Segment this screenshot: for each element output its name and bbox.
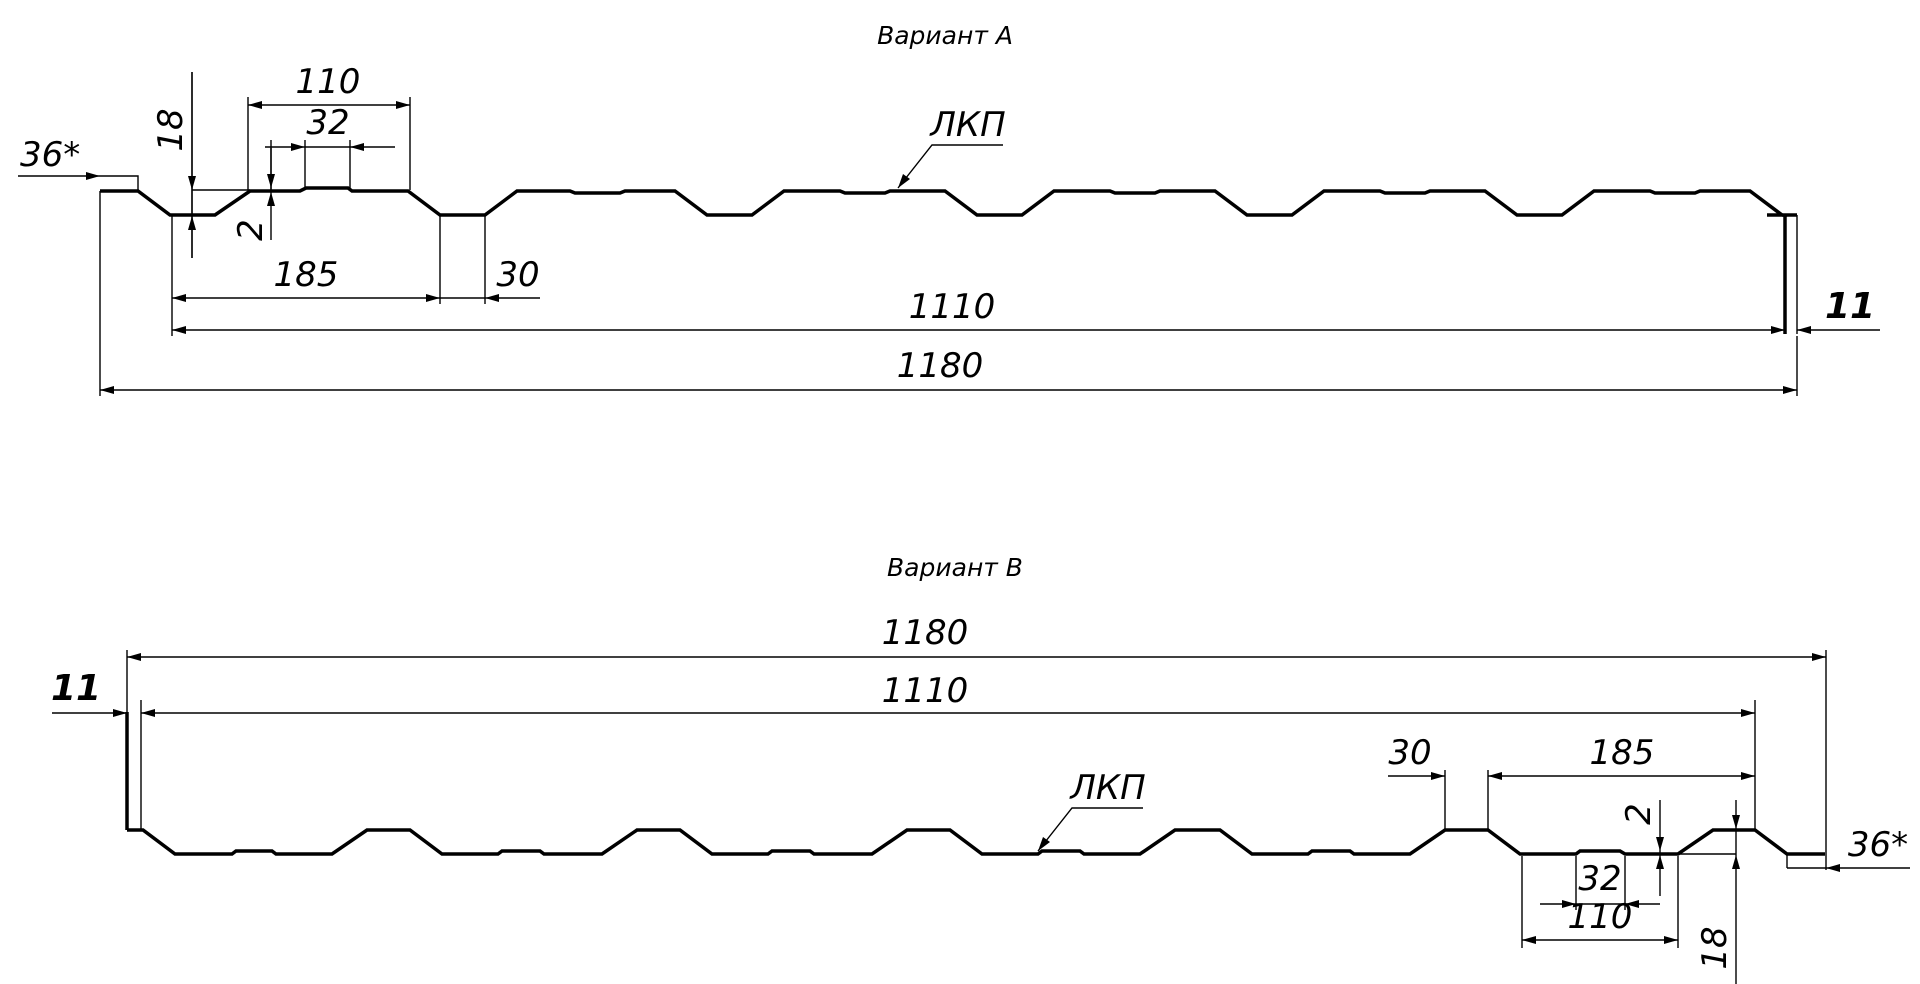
variant-b-step-arrow-top [1656, 837, 1664, 851]
variant-a-edge-leader [18, 175, 139, 190]
variant-a-edge-label: 36* [20, 135, 80, 175]
variant-b-height-dim [1678, 800, 1737, 984]
variant-a-inner-arrow-l [291, 143, 305, 151]
variant-a-coating-leader [897, 144, 1003, 189]
variant-b: Вариант В 1180 1110 11 30 185 [51, 553, 1910, 984]
variant-a-useful-arrow-r [1771, 326, 1785, 334]
variant-b-inner-arrow-l [1562, 900, 1576, 908]
variant-a-full-label: 1180 [897, 346, 984, 386]
variant-b-coating-leader [1037, 807, 1143, 852]
variant-a-pitch-arrow-l [172, 294, 186, 302]
variant-a-right-edge [1782, 213, 1797, 334]
variant-b-coating-label: ЛКП [1068, 768, 1145, 808]
variant-b-edge-label: 36* [1848, 825, 1908, 865]
variant-b-edge-leader [1786, 854, 1910, 869]
variant-b-bottom-label: 30 [1388, 733, 1431, 773]
variant-a-profile [100, 186, 1788, 217]
variant-b-pitch-arrow-l [1488, 772, 1502, 780]
variant-a-full-arrow-l [100, 386, 114, 394]
variant-a-height-arrow-top [188, 176, 196, 190]
variant-a-step-label: 2 [231, 219, 271, 241]
variant-a-height-label: 18 [151, 108, 191, 151]
variant-a-inner-arrow-r [350, 143, 364, 151]
variant-b-height-arrow-bot [1732, 855, 1740, 869]
variant-b-top-width-label: 110 [1568, 897, 1633, 937]
variant-b-bottom-arrow [1431, 772, 1445, 780]
variant-b-coating-arrow [1038, 837, 1050, 851]
variant-a-coating-label: ЛКП [928, 105, 1005, 145]
variant-a-edge-arrow [86, 172, 100, 180]
variant-b-extension-lines [126, 650, 1827, 948]
variant-a: Вариант А 36* 18 110 32 2 [18, 21, 1880, 396]
variant-b-useful-arrow-r [1741, 709, 1755, 717]
variant-b-inner-label: 32 [1578, 859, 1621, 899]
variant-b-step-label: 2 [1619, 803, 1659, 825]
variant-a-inner-label: 32 [306, 103, 349, 143]
variant-a-step-arrow-top [267, 174, 275, 188]
variant-a-step-arrow-bot [267, 192, 275, 206]
variant-b-useful-label: 1110 [882, 671, 969, 711]
variant-a-useful-arrow-l [172, 326, 186, 334]
variant-b-edge-arrow [1826, 864, 1840, 872]
variant-b-full-arrow-r [1812, 653, 1826, 661]
variant-b-top-width-arrow-r [1664, 936, 1678, 944]
variant-a-top-width-label: 110 [296, 62, 361, 102]
variant-a-top-width-arrow-r [396, 101, 410, 109]
variant-b-useful-arrow-l [141, 709, 155, 717]
variant-b-overlap-label: 11 [51, 668, 101, 709]
variant-a-height-arrow-bot [188, 216, 196, 230]
variant-a-pitch-label: 185 [274, 255, 339, 295]
variant-b-step-arrow-bot [1656, 855, 1664, 869]
variant-b-title: Вариант В [887, 553, 1023, 582]
variant-b-inner-arrow-r [1625, 900, 1639, 908]
variant-b-overlap-arrow [113, 709, 127, 717]
variant-b-top-width-arrow-l [1522, 936, 1536, 944]
variant-b-height-arrow-top [1732, 815, 1740, 829]
variant-a-pitch-arrow-r [426, 294, 440, 302]
variant-a-top-width-arrow-l [248, 101, 262, 109]
variant-b-full-arrow-l [127, 653, 141, 661]
variant-b-profile [127, 828, 1825, 856]
variant-b-pitch-label: 185 [1590, 733, 1655, 773]
variant-a-bottom-arrow [485, 294, 499, 302]
variant-a-overlap-label: 11 [1825, 286, 1875, 327]
variant-a-coating-arrow [898, 174, 910, 188]
variant-b-pitch-arrow-r [1741, 772, 1755, 780]
variant-a-overlap-arrow [1797, 326, 1811, 334]
variant-a-title: Вариант А [877, 21, 1013, 50]
variant-b-full-label: 1180 [882, 613, 969, 653]
variant-a-useful-label: 1110 [909, 287, 996, 327]
variant-a-full-arrow-r [1783, 386, 1797, 394]
variant-a-bottom-label: 30 [496, 255, 539, 295]
variant-b-height-label: 18 [1695, 926, 1735, 969]
